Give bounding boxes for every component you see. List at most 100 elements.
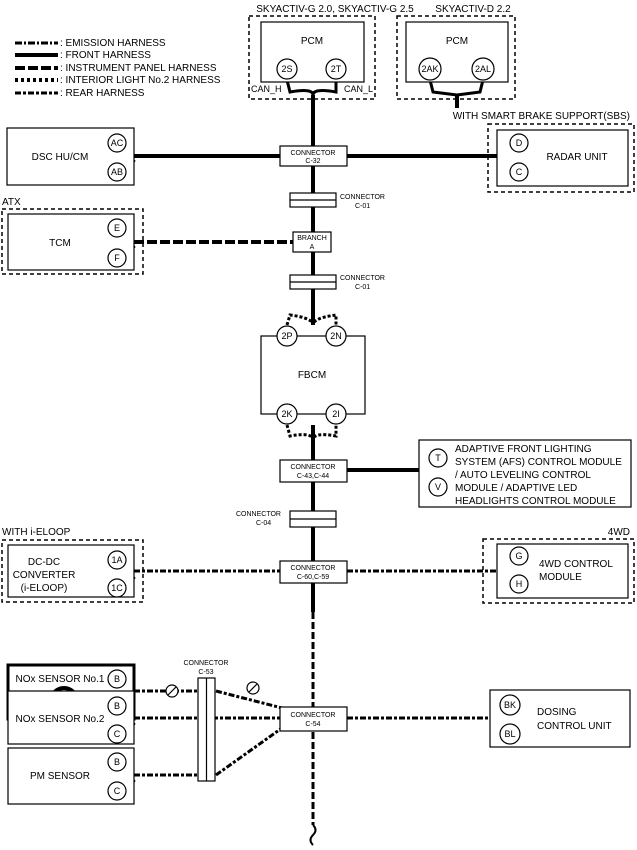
- nox2-pin-c: [107, 724, 127, 744]
- pcm-g-can-h: CAN_H: [251, 84, 282, 94]
- connector-c01-lower-label: CONNECTOR: [340, 275, 385, 282]
- radar-pin-d-label: D: [516, 138, 523, 148]
- dosing-pin-bl: [499, 723, 521, 745]
- afs-pin-v-label: V: [435, 482, 441, 492]
- pcm-g-name: PCM: [301, 36, 323, 47]
- fbcm-pin-2k: [276, 403, 298, 425]
- atx-label: ATX: [2, 197, 21, 208]
- dcdc-pin-1a-label: 1A: [111, 555, 122, 565]
- pcm-d-variant-label: SKYACTIV-D 2.2: [435, 4, 511, 15]
- radar-name: RADAR UNIT: [546, 152, 607, 163]
- connector-c60-id: C-60,C-59: [297, 574, 329, 581]
- fbcm-pin-2p-label: 2P: [281, 331, 292, 341]
- 4wd-pin-h-label: H: [516, 579, 523, 589]
- dosing-pin-bk: [499, 694, 521, 716]
- branch-a-label: BRANCH: [297, 235, 327, 242]
- connector-c54: [279, 706, 348, 732]
- legend-emission-label: : EMISSION HARNESS: [60, 38, 166, 49]
- dosing-name-line2: CONTROL UNIT: [537, 721, 612, 732]
- connector-c32-id: C-32: [305, 158, 320, 165]
- connector-c43-label: CONNECTOR: [291, 464, 336, 471]
- branch-a: [292, 231, 332, 253]
- not-used-symbol-c53-slash: [248, 683, 258, 693]
- wire-pcm-g: [285, 79, 338, 96]
- tcm-name: TCM: [49, 238, 71, 249]
- fbcm-name: FBCM: [298, 370, 326, 381]
- pm-pin-b: [107, 752, 127, 772]
- radar-frame: [487, 123, 635, 193]
- connector-c43-c44: [279, 459, 348, 483]
- fbcm-pin-2n-label: 2N: [330, 331, 342, 341]
- ieloop-label: WITH i-ELOOP: [2, 527, 71, 538]
- pm-pin-c: [107, 781, 127, 801]
- branch-a-id: A: [310, 244, 315, 251]
- nox2-pin-b-label: B: [114, 701, 120, 711]
- pm-pin-b-label: B: [114, 757, 120, 767]
- connector-c54-label: CONNECTOR: [291, 712, 336, 719]
- dcdc-name-line3: (i-ELOOP): [21, 583, 68, 594]
- radar-pin-c: [509, 162, 529, 182]
- pm-name: PM SENSOR: [30, 771, 90, 782]
- afs-pin-t-label: T: [435, 453, 441, 463]
- sbs-label: WITH SMART BRAKE SUPPORT(SBS): [453, 111, 630, 122]
- afs-name-line4: MODULE / ADAPTIVE LED: [455, 483, 577, 494]
- radar-pin-d: [509, 133, 529, 153]
- connector-c53-label: CONNECTOR: [184, 660, 229, 667]
- nox2-pin-b: [107, 696, 127, 716]
- dosing-pin-bl-label: BL: [504, 729, 515, 739]
- fbcm-pin-2k-label: 2K: [281, 409, 292, 419]
- connector-c04-label: CONNECTOR: [236, 511, 281, 518]
- pcm-g-variant-label: SKYACTIV-G 2.0, SKYACTIV-G 2.5: [256, 4, 414, 15]
- 4wd-pin-g-label: G: [515, 551, 522, 561]
- pcm-d-pin-2al-label: 2AL: [475, 64, 491, 74]
- connector-c01-upper-label: CONNECTOR: [340, 194, 385, 201]
- fbcm-pin-2n: [325, 325, 347, 347]
- dsc-pin-ac-label: AC: [111, 138, 124, 148]
- afs-name-line2: SYSTEM (AFS) CONTROL MODULE: [455, 457, 622, 468]
- afs-pin-t: [428, 448, 448, 468]
- tcm-pin-f: [107, 248, 127, 268]
- pcm-g-pin-2s-label: 2S: [281, 64, 292, 74]
- tcm-pin-e-label: E: [114, 223, 120, 233]
- fbcm-pin-2p: [276, 325, 298, 347]
- dcdc-pin-1c: [107, 578, 127, 598]
- connector-c54-id: C-54: [305, 721, 320, 728]
- 4wd-label: 4WD: [608, 527, 630, 538]
- pcm-d-frame: [396, 15, 516, 100]
- 4wd-name-line2: MODULE: [539, 572, 582, 583]
- tcm-frame: [1, 208, 144, 275]
- nox2-pin-c-label: C: [114, 729, 121, 739]
- dosing-pin-bk-label: BK: [504, 700, 516, 710]
- legend-rear-label: : REAR HARNESS: [60, 88, 145, 99]
- pm-pin-c-label: C: [114, 786, 121, 796]
- dsc-name: DSC HU/CM: [32, 152, 89, 163]
- fbcm-pin-2i: [325, 403, 347, 425]
- legend-instrument-label: : INSTRUMENT PANEL HARNESS: [60, 63, 217, 74]
- 4wd-name-line1: 4WD CONTROL: [539, 559, 613, 570]
- fbcm-box: [260, 335, 366, 415]
- not-used-symbol-nox1-slash: [167, 686, 177, 696]
- afs-pin-v: [428, 477, 448, 497]
- connector-c60-label: CONNECTOR: [291, 565, 336, 572]
- dcdc-pin-1c-label: 1C: [111, 583, 123, 593]
- connector-c32-label: CONNECTOR: [291, 150, 336, 157]
- radar-pin-c-label: C: [516, 167, 523, 177]
- pcm-g-frame: [248, 15, 376, 100]
- connector-c53-id: C-53: [198, 669, 213, 676]
- pcm-g-pin-2s: [276, 58, 298, 80]
- dcdc-frame: [1, 539, 144, 603]
- pcm-g-pin-2t: [325, 58, 347, 80]
- wire-pm-c54: [215, 726, 283, 777]
- connector-c04-id: C-04: [256, 520, 271, 527]
- dcdc-name-line2: CONVERTER: [13, 570, 76, 581]
- pcm-g-box: [260, 21, 365, 83]
- 4wd-frame: [482, 538, 635, 604]
- afs-box: [418, 439, 632, 508]
- nox2-name: NOx SENSOR No.2: [16, 714, 105, 725]
- dsc-pin-ab: [107, 162, 127, 182]
- dsc-pin-ab-label: AB: [111, 167, 123, 177]
- 4wd-pin-g: [509, 546, 529, 566]
- connector-c32: [279, 145, 348, 167]
- connector-c01-upper-id: C-01: [355, 203, 370, 210]
